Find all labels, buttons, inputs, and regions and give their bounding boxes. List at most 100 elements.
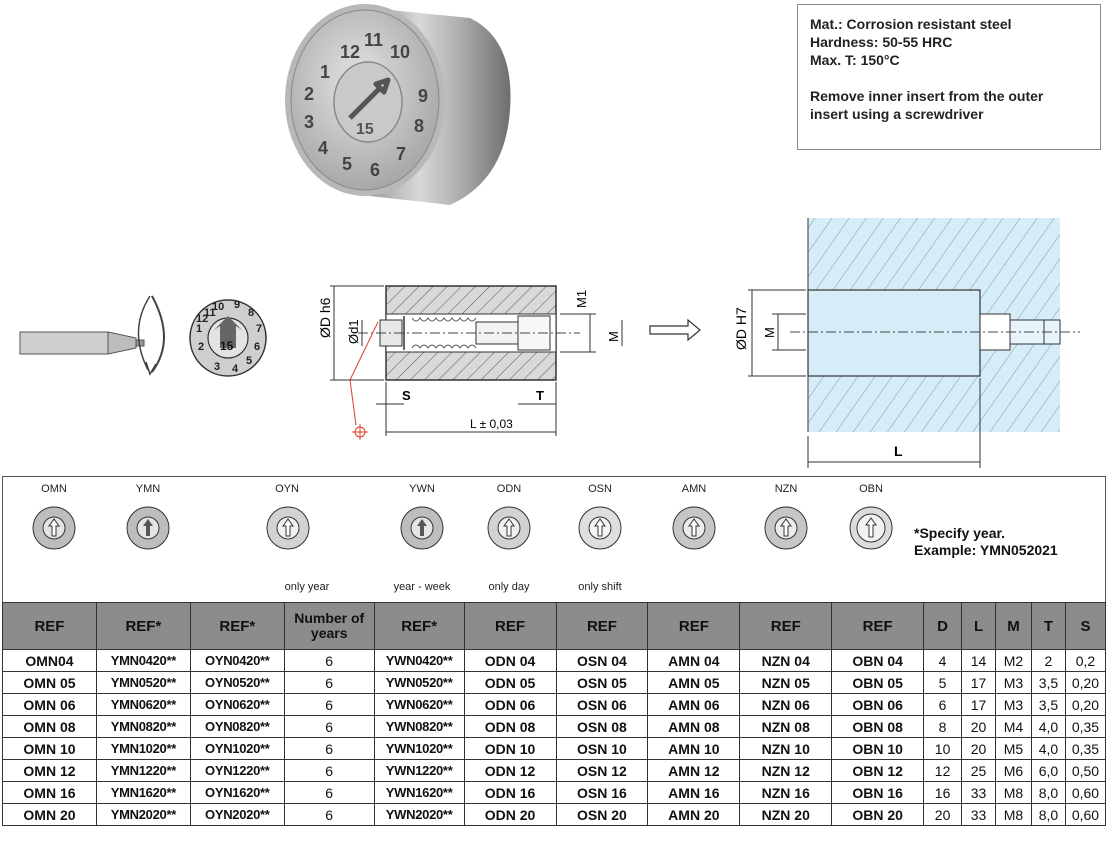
table-cell: OSN 12 <box>555 759 649 782</box>
table-cell: OSN 10 <box>555 737 649 760</box>
column-header: REF* <box>373 602 465 650</box>
table-cell: 0,2 <box>1064 649 1107 672</box>
table-cell: 0,60 <box>1064 803 1107 826</box>
photo-dial-number: 6 <box>370 160 380 180</box>
table-cell: 6 <box>283 781 375 804</box>
table-cell: OMN 05 <box>2 671 97 694</box>
column-header: REF <box>555 602 649 650</box>
table-cell: NZN 20 <box>739 803 833 826</box>
table-cell: 3,5 <box>1030 693 1066 716</box>
variant-code: OMN <box>41 483 67 495</box>
table-cell: 20 <box>923 803 963 826</box>
table-cell: AMN 10 <box>647 737 741 760</box>
table-cell: YWN0820** <box>373 715 465 738</box>
dial-number: 7 <box>256 323 262 335</box>
info-material: Mat.: Corrosion resistant steel <box>810 16 1012 32</box>
column-header: REF <box>647 602 741 650</box>
table-cell: M8 <box>995 781 1032 804</box>
table-cell: YWN2020** <box>373 803 465 826</box>
column-header: Number of years <box>283 602 375 650</box>
table-cell: 4 <box>923 649 963 672</box>
column-header: REF <box>463 602 557 650</box>
table-cell: 0,50 <box>1064 759 1107 782</box>
table-cell: OSN 08 <box>555 715 649 738</box>
table-cell: OYN1020** <box>189 737 285 760</box>
table-cell: 6 <box>923 693 963 716</box>
dial-number: 11 <box>204 307 216 319</box>
table-cell: 6 <box>283 693 375 716</box>
table-cell: OYN1620** <box>189 781 285 804</box>
variant-overview: OMN YMN OYN only year YWN year - week OD… <box>2 476 1106 602</box>
note-line-1: *Specify year. <box>914 525 1006 541</box>
table-cell: 0,60 <box>1064 781 1107 804</box>
variant-nzn: NZN <box>741 477 831 601</box>
table-cell: 17 <box>961 671 996 694</box>
table-cell: ODN 08 <box>463 715 557 738</box>
table-cell: OBN 05 <box>831 671 925 694</box>
dial-number: 5 <box>246 355 252 367</box>
table-cell: NZN 05 <box>739 671 833 694</box>
info-instruction-2: insert using a screwdriver <box>810 106 984 122</box>
info-instruction-1: Remove inner insert from the outer <box>810 88 1044 104</box>
photo-dial-number: 10 <box>390 42 410 62</box>
table-cell: 6 <box>283 737 375 760</box>
table-cell: M8 <box>995 803 1032 826</box>
table-cell: 4,0 <box>1030 737 1066 760</box>
spec-table: REF REF* REF* Number of years REF* REF R… <box>2 602 1107 826</box>
table-cell: M4 <box>995 715 1032 738</box>
table-cell: AMN 04 <box>647 649 741 672</box>
table-cell: OBN 12 <box>831 759 925 782</box>
table-cell: 20 <box>961 737 996 760</box>
column-header: REF* <box>189 602 285 650</box>
dim-s: S <box>402 388 411 403</box>
table-cell: 4,0 <box>1030 715 1066 738</box>
day-dial-icon <box>487 506 531 550</box>
screwdriver-icon <box>19 331 145 355</box>
photo-center-label: 15 <box>356 121 374 138</box>
column-header: REF <box>2 602 97 650</box>
variant-code: NZN <box>774 483 798 495</box>
photo-dial-number: 5 <box>342 154 352 174</box>
table-cell: 12 <box>923 759 963 782</box>
table-cell: AMN 12 <box>647 759 741 782</box>
column-header: REF <box>831 602 925 650</box>
dim-l-installed: L <box>894 443 903 459</box>
variant-odn: ODN only day <box>467 477 551 601</box>
specify-year-note: *Specify year. Example: YMN052021 <box>914 525 1058 559</box>
table-cell: NZN 16 <box>739 781 833 804</box>
dim-m: M <box>606 331 621 342</box>
table-cell: OBN 06 <box>831 693 925 716</box>
table-cell: M2 <box>995 649 1032 672</box>
table-cell: NZN 10 <box>739 737 833 760</box>
table-cell: 6 <box>283 803 375 826</box>
table-cell: NZN 08 <box>739 715 833 738</box>
dial-number: 1 <box>196 323 202 335</box>
photo-dial-number: 3 <box>304 112 314 132</box>
variant-amn: AMN <box>649 477 739 601</box>
table-cell: NZN 06 <box>739 693 833 716</box>
table-cell: YMN0520** <box>95 671 191 694</box>
table-cell: OYN0420** <box>189 649 285 672</box>
table-cell: OBN 04 <box>831 649 925 672</box>
table-cell: OSN 04 <box>555 649 649 672</box>
table-cell: OMN 08 <box>2 715 97 738</box>
table-cell: 5 <box>923 671 963 694</box>
info-hardness: Hardness: 50-55 HRC <box>810 34 953 50</box>
table-cell: 0,20 <box>1064 693 1107 716</box>
dial-face-icon: 15 1 2 3 4 5 6 7 8 9 10 11 12 <box>189 299 267 377</box>
variant-oyn: OYN only year <box>197 477 377 601</box>
table-cell: OYN0520** <box>189 671 285 694</box>
year-dial-icon <box>266 506 310 550</box>
installed-section-drawing <box>790 218 1080 432</box>
table-cell: 17 <box>961 693 996 716</box>
photo-dial-number: 7 <box>396 144 406 164</box>
column-header: L <box>961 602 996 650</box>
table-cell: ODN 06 <box>463 693 557 716</box>
material-info-box: Mat.: Corrosion resistant steel Hardness… <box>797 4 1101 150</box>
table-cell: OBN 10 <box>831 737 925 760</box>
table-cell: 0,35 <box>1064 715 1107 738</box>
